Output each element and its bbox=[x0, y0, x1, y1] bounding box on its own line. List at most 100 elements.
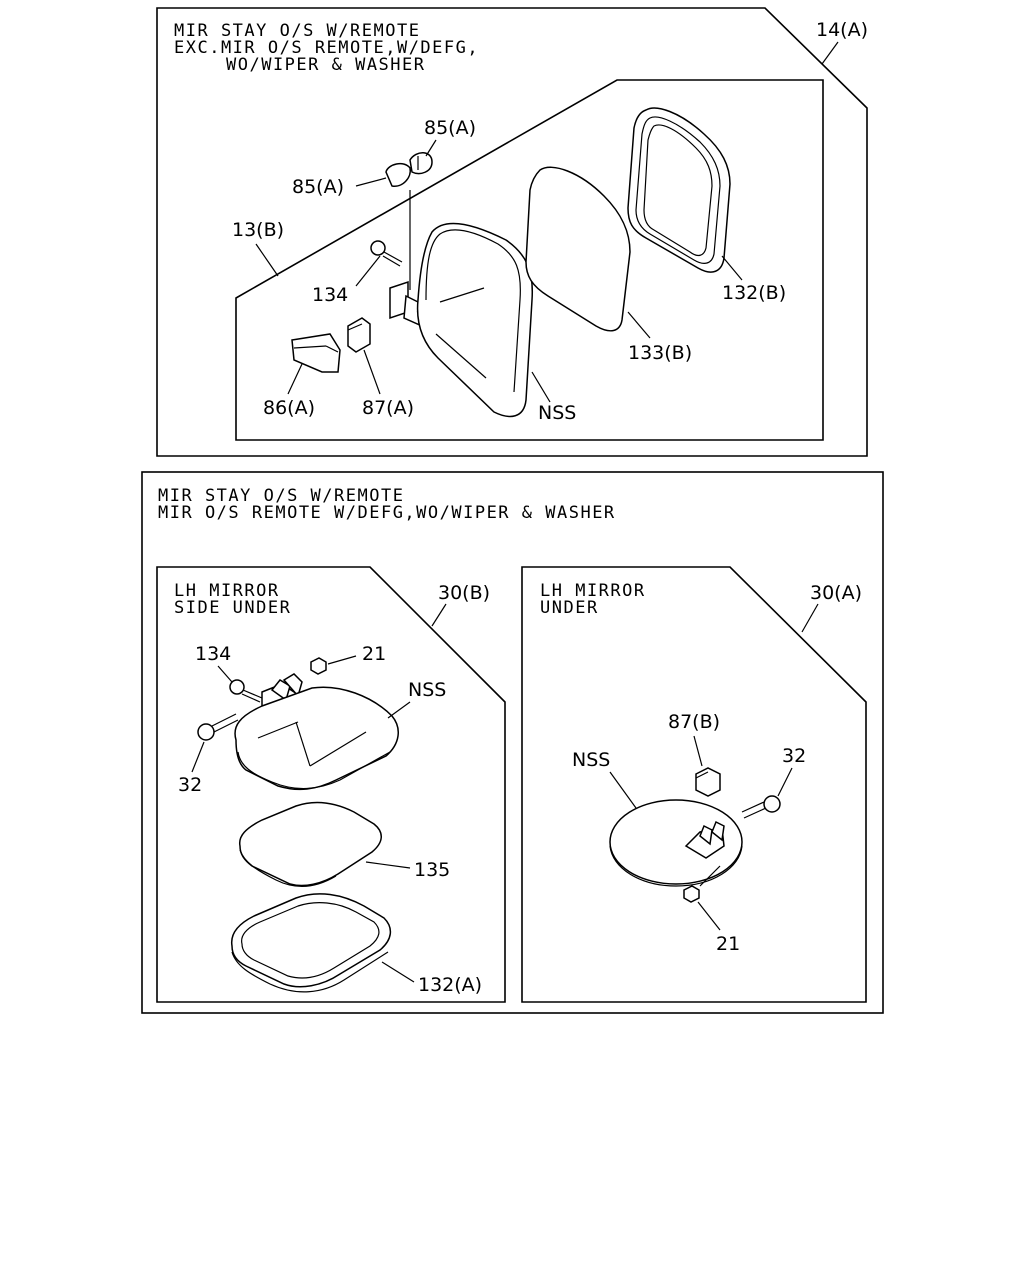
label-32-left: 32 bbox=[178, 774, 202, 796]
clip-87b-edge bbox=[695, 771, 709, 779]
label-134-left: 134 bbox=[195, 643, 231, 665]
label-133b: 133(B) bbox=[628, 342, 692, 364]
bolt-32-left-head bbox=[197, 723, 215, 741]
housing-left-shell bbox=[234, 686, 399, 791]
leader-32-right bbox=[777, 767, 793, 797]
mirror-glass-135 bbox=[238, 801, 382, 887]
label-85a-upper: 85(A) bbox=[424, 117, 476, 139]
mirror-seal-132b-part bbox=[627, 107, 731, 273]
label-87a: 87(A) bbox=[362, 397, 414, 419]
bottom-header-line-1: MIR STAY O/S W/REMOTE bbox=[158, 486, 404, 506]
clip-87a-shape bbox=[347, 317, 371, 353]
top-panel-frame bbox=[156, 7, 868, 457]
seal-inner-1 bbox=[635, 116, 721, 264]
label-134-top: 134 bbox=[312, 284, 348, 306]
round-housing-nss-part bbox=[609, 799, 743, 887]
bolt-134-part bbox=[370, 240, 403, 267]
cover-86a-part bbox=[291, 333, 341, 373]
clip-87a-edge bbox=[347, 323, 363, 331]
leader-87b bbox=[693, 735, 703, 767]
housing-inner-rim bbox=[425, 229, 521, 393]
housing-left-rib-1 bbox=[295, 721, 311, 767]
bolt-134-shank-2 bbox=[382, 255, 401, 267]
bolt-134-left-shank bbox=[241, 689, 263, 703]
leader-nss-right bbox=[609, 771, 637, 809]
housing-rib-2 bbox=[435, 333, 487, 379]
label-86a: 86(A) bbox=[263, 397, 315, 419]
cover-86a-shape bbox=[291, 333, 341, 373]
top-panel: MIR STAY O/S W/REMOTE EXC.MIR O/S REMOTE… bbox=[156, 7, 868, 457]
mirror-glass-133b bbox=[525, 166, 631, 332]
clip-87a-part bbox=[347, 317, 371, 353]
ref-leader-13b bbox=[255, 243, 279, 277]
top-header-line-2: EXC.MIR O/S REMOTE,W/DEFG, bbox=[174, 38, 479, 58]
leader-21-left bbox=[327, 655, 357, 665]
label-32-right: 32 bbox=[782, 745, 806, 767]
leader-134-left bbox=[217, 665, 233, 683]
ref-label-30a: 30(A) bbox=[810, 582, 862, 604]
seal-132a-inner bbox=[241, 902, 380, 979]
seal-outer bbox=[627, 107, 731, 273]
leader-132a bbox=[381, 961, 415, 983]
leader-132b bbox=[721, 255, 743, 281]
nut-21-left-part bbox=[310, 657, 327, 675]
ref-label-14a: 14(A) bbox=[816, 19, 868, 41]
leader-133b bbox=[627, 311, 651, 339]
top-header-line-1: MIR STAY O/S W/REMOTE bbox=[174, 21, 420, 41]
housing-left-rib-3 bbox=[309, 731, 367, 767]
clip-85a-part bbox=[385, 152, 433, 187]
mirror-housing-nss-part bbox=[416, 222, 534, 418]
nut-21-left-shape bbox=[310, 657, 327, 675]
label-21-left: 21 bbox=[362, 643, 386, 665]
leader-86a bbox=[287, 363, 303, 395]
label-85a-lower: 85(A) bbox=[292, 176, 344, 198]
leader-85a-upper bbox=[425, 139, 437, 157]
bolt-134-head bbox=[370, 240, 386, 256]
bolt-32-right-part bbox=[741, 795, 781, 819]
leader-32-left bbox=[191, 741, 205, 773]
leader-nss-left bbox=[387, 701, 411, 719]
bracket-left-ear-2 bbox=[282, 673, 303, 698]
nut-21-right-part bbox=[683, 865, 721, 903]
ref-leader-30a bbox=[801, 603, 819, 633]
top-header-line-3: WO/WIPER & WASHER bbox=[226, 55, 426, 75]
bolt-134-left-head bbox=[229, 679, 245, 695]
left-header-line-1: LH MIRROR bbox=[174, 581, 280, 601]
label-nss-top: NSS bbox=[538, 402, 576, 424]
bolt-134-shank bbox=[383, 251, 403, 263]
bolt-32-left-part bbox=[197, 713, 239, 741]
label-135: 135 bbox=[414, 859, 450, 881]
ref-label-30b: 30(B) bbox=[438, 582, 490, 604]
round-housing-bracket-ear-2 bbox=[711, 820, 725, 842]
seal-132a-part bbox=[230, 893, 392, 993]
bottom-panel-frame bbox=[141, 471, 884, 1014]
label-87b: 87(B) bbox=[668, 711, 720, 733]
housing-nss-left-part bbox=[234, 686, 399, 791]
label-nss-left: NSS bbox=[408, 679, 446, 701]
clip-87b-part bbox=[695, 767, 721, 797]
sub-assembly-frame bbox=[235, 79, 824, 441]
label-132a: 132(A) bbox=[418, 974, 482, 996]
bottom-header-line-2: MIR O/S REMOTE W/DEFG,WO/WIPER & WASHER bbox=[158, 503, 616, 523]
leader-135 bbox=[365, 861, 411, 869]
housing-left-lip bbox=[237, 751, 391, 790]
label-nss-right: NSS bbox=[572, 749, 610, 771]
cover-86a-edge bbox=[293, 345, 327, 349]
right-subpanel-frame bbox=[521, 566, 867, 1003]
mirror-glass-135-edge bbox=[239, 849, 337, 887]
clip-85a-upper-shape bbox=[409, 152, 433, 175]
seal-132a-lip bbox=[231, 951, 389, 993]
bolt-32-right-head bbox=[763, 795, 781, 813]
seal-132a-outer bbox=[230, 893, 392, 988]
leader-87a bbox=[363, 349, 381, 395]
bolt-32-right-shank bbox=[741, 801, 767, 819]
round-housing-shell bbox=[609, 799, 743, 885]
housing-outer-shell bbox=[416, 222, 534, 418]
right-header-line-2: UNDER bbox=[540, 598, 599, 618]
clip-85a-lower-shape bbox=[385, 162, 411, 187]
right-header-line-1: LH MIRROR bbox=[540, 581, 646, 601]
nut-21-right-shape bbox=[683, 885, 700, 903]
left-header-line-2: SIDE UNDER bbox=[174, 598, 291, 618]
nut-21-right-axis bbox=[699, 865, 721, 887]
